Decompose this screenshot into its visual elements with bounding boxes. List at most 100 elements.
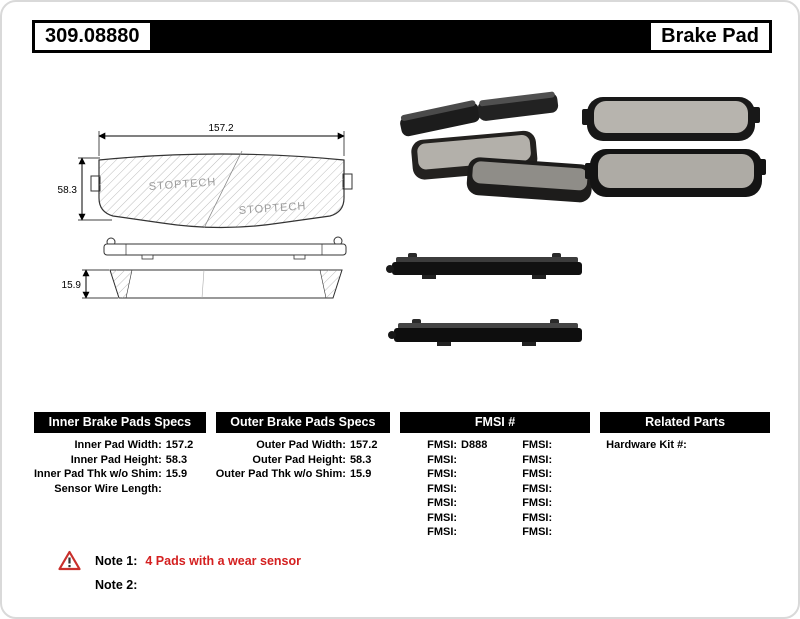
fmsi-table: FMSI # FMSI: D888 FMSI: FMSI:: [399, 412, 591, 540]
related-parts-header: Related Parts: [600, 412, 770, 433]
spec-value: 58.3: [349, 453, 372, 466]
outer-specs-table: Outer Brake Pads Specs Outer Pad Width: …: [215, 412, 390, 540]
note1-label: Note 1:: [95, 553, 138, 568]
spec-value: [457, 482, 495, 497]
pad-photo-side-bottom: [388, 319, 582, 346]
table-row: FMSI:: [400, 453, 495, 468]
spec-value: [552, 438, 590, 453]
watermark-text: STOPTECH: [148, 176, 216, 193]
product-photos: [386, 91, 766, 346]
table-row: FMSI:: [400, 467, 495, 482]
spec-value: 157.2: [165, 439, 194, 451]
fmsi-header: FMSI #: [399, 412, 591, 433]
table-row: FMSI:: [495, 438, 590, 453]
technical-drawing: 157.2 58.3 STOPTECH STOPTECH: [58, 123, 353, 299]
table-row: Inner Pad Width: 157.2: [34, 438, 206, 453]
table-row: Inner Pad Height: 58.3: [34, 453, 206, 468]
spec-value: [552, 496, 590, 511]
notes-section: Note 1: 4 Pads with a wear sensor Note 2…: [58, 550, 301, 592]
spec-label: Hardware Kit #:: [606, 439, 687, 451]
spec-value: 15.9: [165, 468, 188, 480]
table-row: Hardware Kit #:: [600, 438, 770, 453]
note2-label: Note 2:: [95, 578, 138, 592]
dim-height: 58.3: [58, 157, 112, 221]
spec-label: FMSI:: [427, 526, 458, 538]
spec-label: FMSI:: [522, 453, 553, 466]
spec-value: [552, 453, 590, 468]
spec-label: Outer Pad Height:: [252, 453, 346, 466]
table-row: Sensor Wire Length:: [34, 482, 206, 497]
table-row: FMSI:: [495, 453, 590, 468]
spec-tables: Inner Brake Pads Specs Inner Pad Width: …: [34, 412, 770, 540]
spec-value: [457, 525, 495, 540]
dim-thickness-label: 15.9: [62, 280, 82, 291]
spec-value: D888: [461, 439, 488, 451]
spec-value: 58.3: [165, 453, 188, 466]
table-row: Inner Pad Thk w/o Shim: 15.9: [34, 467, 206, 482]
fmsi-left-column: FMSI: D888 FMSI: FMSI: FMSI:: [400, 438, 495, 540]
inner-specs-header: Inner Brake Pads Specs: [34, 412, 206, 433]
watermark-text: STOPTECH: [238, 200, 306, 217]
spec-label: FMSI:: [427, 468, 458, 480]
table-row: Outer Pad Width: 157.2: [216, 438, 390, 453]
spec-label: FMSI:: [427, 453, 458, 466]
spec-label: FMSI:: [427, 511, 458, 524]
fmsi-right-column: FMSI: FMSI: FMSI: FMSI:: [495, 438, 590, 540]
spec-label: FMSI:: [427, 439, 458, 451]
spec-label: Inner Pad Width:: [74, 439, 162, 451]
header-bar: 309.08880 Brake Pad: [32, 20, 772, 53]
spec-label: FMSI:: [427, 497, 458, 509]
spec-label: Outer Pad Width:: [256, 439, 346, 451]
spec-value: [552, 482, 590, 497]
pad-side-view-top: [103, 236, 347, 260]
pad-side-view-bottom: [109, 269, 343, 299]
table-row: FMSI:: [495, 525, 590, 540]
dim-height-label: 58.3: [58, 185, 78, 196]
spec-label: FMSI:: [522, 497, 553, 509]
inner-specs-table: Inner Brake Pads Specs Inner Pad Width: …: [34, 412, 206, 540]
spec-value: [457, 453, 495, 468]
spec-label: Outer Pad Thk w/o Shim:: [215, 468, 346, 480]
table-row: FMSI:: [495, 496, 590, 511]
spec-value: [552, 467, 590, 482]
spec-label: FMSI:: [522, 511, 553, 524]
table-row: FMSI:: [400, 525, 495, 540]
spec-value: 157.2: [349, 439, 378, 451]
spec-label: FMSI:: [522, 468, 553, 480]
table-row: FMSI:: [400, 496, 495, 511]
spec-label: Inner Pad Height:: [70, 453, 162, 466]
spec-label: FMSI:: [522, 439, 553, 451]
table-row: FMSI:: [495, 511, 590, 526]
note-1: Note 1: 4 Pads with a wear sensor: [58, 550, 301, 571]
note1-text: 4 Pads with a wear sensor: [145, 553, 301, 568]
part-number: 309.08880: [35, 23, 150, 50]
table-row: FMSI:: [495, 467, 590, 482]
spec-value: 15.9: [349, 468, 372, 480]
dim-width: 157.2: [98, 123, 345, 156]
spec-value: [162, 482, 206, 497]
table-row: Outer Pad Thk w/o Shim: 15.9: [216, 467, 390, 482]
pad-photo-front-right: [582, 97, 766, 197]
spec-label: Inner Pad Thk w/o Shim:: [34, 468, 162, 480]
spec-label: FMSI:: [522, 482, 553, 495]
table-row: FMSI:: [495, 482, 590, 497]
table-row: Outer Pad Height: 58.3: [216, 453, 390, 468]
pad-photo-side-top: [386, 253, 582, 279]
spec-value: [552, 511, 590, 526]
dim-thickness: 15.9: [62, 269, 118, 299]
spec-value: [457, 496, 495, 511]
table-row: FMSI:: [400, 482, 495, 497]
spec-label: Sensor Wire Length:: [54, 482, 162, 495]
table-row: FMSI:: [400, 511, 495, 526]
note-2: Note 2:: [95, 578, 301, 592]
table-row: FMSI: D888: [400, 438, 495, 453]
pad-front-view: STOPTECH STOPTECH: [90, 150, 353, 229]
spec-value: [457, 511, 495, 526]
pad-photo-front-left: [400, 91, 593, 203]
spec-label: FMSI:: [522, 526, 553, 538]
outer-specs-header: Outer Brake Pads Specs: [215, 412, 390, 433]
spec-value: [552, 525, 590, 540]
related-parts-table: Related Parts Hardware Kit #:: [600, 412, 770, 540]
dim-width-label: 157.2: [208, 123, 233, 134]
